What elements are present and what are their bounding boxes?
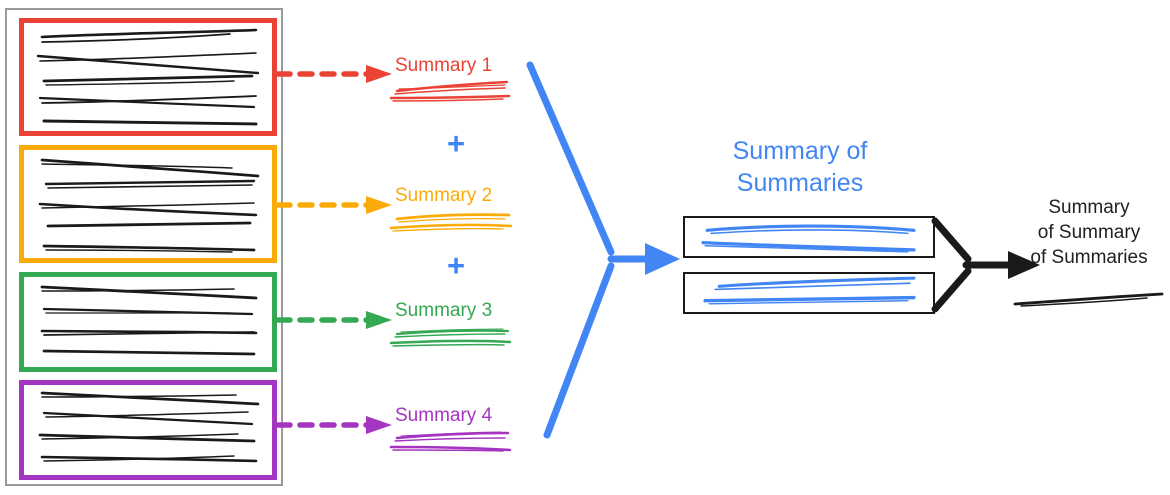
sos-box-2[interactable] — [683, 272, 935, 314]
sos-scribble-2 — [703, 276, 916, 305]
final-title-line-1: Summary — [1048, 197, 1130, 218]
sos-title-line-2: Summaries — [736, 169, 864, 197]
sos-title-line-1: Summary of — [732, 137, 868, 165]
dashed-arrow-green — [275, 308, 394, 332]
summary-item-3[interactable]: Summary 3 — [389, 300, 530, 355]
source-chunk-red[interactable] — [19, 18, 277, 136]
dashed-arrow-purple — [275, 413, 394, 437]
source-document-stack — [5, 8, 283, 486]
arrow-glyph — [526, 61, 680, 439]
summary-scribble-3 — [389, 328, 512, 347]
summary-label-1: Summary 1 — [395, 55, 493, 76]
summary-label-2: Summary 2 — [395, 185, 493, 206]
arrow-glyph — [275, 416, 392, 434]
summary-item-1[interactable]: Summary 1 — [389, 55, 530, 110]
arrow-glyph — [931, 217, 1040, 313]
plus-operator-2: + — [447, 248, 466, 283]
scribble-lines-green — [40, 285, 258, 356]
final-output-title: Summary of Summary of Summaries — [1010, 195, 1168, 270]
summary-scribble-2 — [389, 213, 513, 232]
final-title-line-2: of Summary — [1037, 222, 1141, 243]
arrow-glyph — [275, 65, 392, 83]
summary-item-4[interactable]: Summary 4 — [389, 405, 530, 460]
blue-merge-arrow — [525, 60, 680, 440]
dashed-arrow-orange — [275, 193, 394, 217]
final-title-line-3: of Summaries — [1030, 247, 1148, 268]
sos-box-1[interactable] — [683, 216, 935, 258]
scribble-lines-red — [36, 28, 260, 126]
summary-label-4: Summary 4 — [395, 405, 493, 426]
arrow-glyph — [275, 311, 392, 329]
black-merge-arrow — [930, 215, 1040, 315]
summary-label-3: Summary 3 — [395, 300, 493, 321]
final-output-scribble — [1013, 292, 1164, 307]
summary-item-2[interactable]: Summary 2 — [389, 185, 530, 240]
source-chunk-orange[interactable] — [19, 145, 277, 263]
summary-of-summaries-title: Summary of Summaries — [690, 135, 910, 199]
source-chunk-green[interactable] — [19, 272, 277, 372]
plus-operator-1: + — [447, 126, 466, 161]
scribble-lines-orange — [38, 158, 260, 253]
dashed-arrow-red — [275, 62, 394, 86]
source-chunk-purple[interactable] — [19, 380, 277, 480]
sos-scribble-1 — [701, 224, 916, 253]
arrow-glyph — [275, 196, 392, 214]
summary-scribble-4 — [389, 431, 512, 452]
scribble-lines-purple — [38, 391, 260, 463]
summary-scribble-1 — [389, 80, 511, 102]
